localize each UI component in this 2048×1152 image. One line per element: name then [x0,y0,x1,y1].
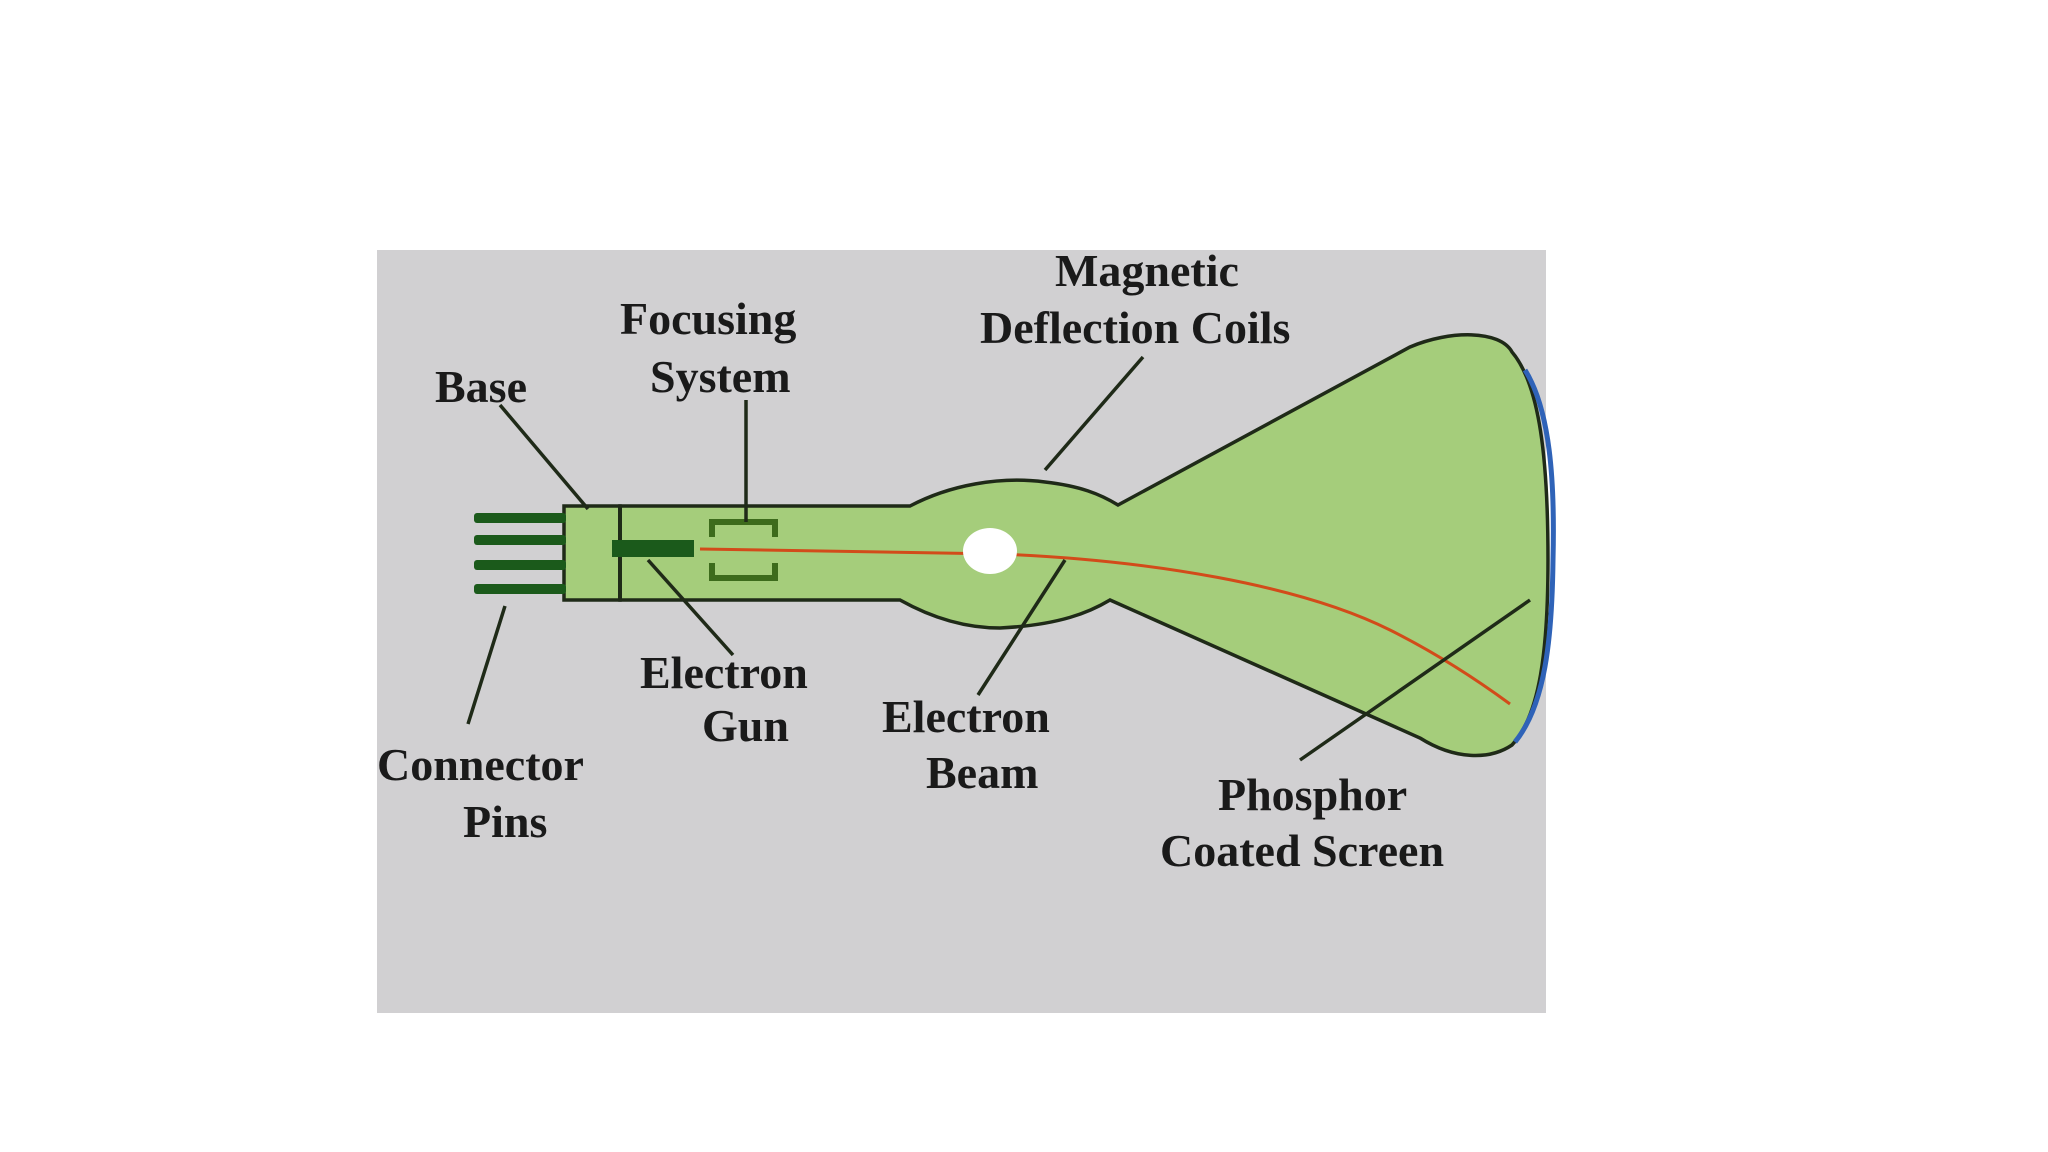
label-connector-1: Connector [377,739,584,790]
label-electron-gun-2: Gun [702,700,789,751]
leader-magnetic [1043,355,1145,472]
leader-electron-gun [646,558,735,657]
beam-spot [963,528,1017,574]
connector-pin [474,513,566,523]
crt-tube-body [618,333,1550,758]
label-magnetic-2: Deflection Coils [980,302,1290,353]
electron-beam [699,547,1511,706]
leader-base [498,403,590,511]
connector-pin [474,584,566,594]
leader-lines [466,355,1531,762]
label-electron-gun-1: Electron [640,647,808,698]
phosphor-screen-edge [1513,368,1556,744]
label-connector-2: Pins [463,796,547,847]
connector-pin [474,560,566,570]
focusing-system [709,519,778,581]
label-phosphor-1: Phosphor [1218,769,1407,820]
leader-connector [466,605,507,725]
label-phosphor-2: Coated Screen [1160,825,1444,876]
label-magnetic-1: Magnetic [1055,245,1239,296]
label-electron-beam-2: Beam [926,747,1038,798]
tube-base [562,504,622,602]
leader-electron-beam [976,559,1067,696]
connector-pins [474,513,566,594]
electron-gun [612,540,694,557]
connector-pin [474,535,566,545]
leader-phosphor [1299,598,1531,762]
label-base: Base [435,361,527,412]
label-focusing-1: Focusing [620,293,796,344]
label-focusing-2: System [650,351,791,402]
label-electron-beam-1: Electron [882,691,1050,742]
